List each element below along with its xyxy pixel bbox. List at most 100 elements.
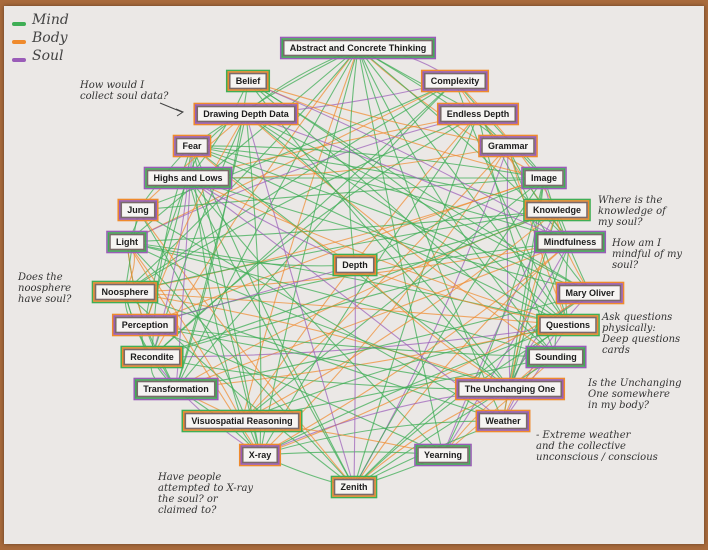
edge-body-zenith-jung [137,209,355,488]
node-yearning: Yearning [414,443,472,467]
note-unchanging-body: Is the Unchanging One somewhere in my bo… [588,378,682,411]
node-frame [533,230,607,254]
edge-mind-weather-jung [137,209,504,422]
edge-body-fear-center [191,145,356,266]
node-box [175,137,209,155]
edge-body-grammar-visuospatial [241,145,509,422]
node-label-zenith: Zenith [341,482,368,492]
edge-mind-abstract-transformation [175,47,359,390]
node-sounding: Sounding [525,345,587,369]
node-box [241,446,279,464]
edge-body-grammar-belief [247,80,509,147]
edge-mind-mindfulness-fear [191,145,571,243]
node-jung: Jung [117,198,159,222]
node-frame [330,475,378,499]
edge-soul-zenith-drawing [245,113,355,488]
edge-mind-abstract-xray [259,47,359,456]
node-frame [422,71,488,91]
node-box [335,256,375,274]
edge-mind-grammar-maryoliver [507,145,591,294]
node-box [536,233,604,251]
node-frame [118,200,158,220]
edge-body-abstract-recondite [151,47,359,358]
node-endless: Endless Depth [436,102,520,126]
edge-body-complexity-light [126,80,456,243]
node-box [558,284,622,302]
node-frame [181,409,303,433]
legend-label-mind: Mind [32,12,69,28]
note-mindful-soul: How am I mindful of my soul? [612,238,683,271]
edge-mind-grammar-mindfulness [507,145,571,243]
node-highs: Highs and Lows [143,166,233,190]
edge-mind-transformation-drawing [175,113,247,390]
node-label-highs: Highs and Lows [153,173,222,183]
edge-mind-abstract-weather [357,47,504,422]
node-frame [172,134,212,158]
edge-mind-questions-xray [259,324,569,456]
node-frame [194,104,298,124]
node-frame [414,443,472,467]
edge-body-mindfulness-transformation [175,241,571,390]
node-frame [333,255,377,275]
node-frame [522,168,566,188]
node-label-abstract: Abstract and Concrete Thinking [290,43,427,53]
node-box [417,446,469,464]
note-xray-soul: Have people attempted to X-ray the soul?… [158,472,254,516]
edge-soul-zenith-center [353,264,356,488]
node-box [478,412,528,430]
edge-mind-zenith-light [126,241,355,488]
node-light: Light [106,230,148,254]
node-label-knowledge: Knowledge [533,205,581,215]
edge-body-grammar-xray [259,145,509,456]
node-weather: Weather [475,409,531,433]
edge-mind-knowledge-fear [191,145,558,211]
edge-mind-yearning-highs [187,177,444,456]
node-frame [521,166,567,190]
edge-body-visuospatial-light [126,241,243,422]
edge-mind-image-fear [191,145,545,179]
node-label-light: Light [116,237,138,247]
node-label-recondite: Recondite [130,352,174,362]
node-box [282,39,434,57]
node-frame [134,379,218,399]
edge-mind-maryoliver-fear [191,145,591,294]
legend-swatch-mind [12,22,26,26]
node-label-complexity: Complexity [431,76,480,86]
edge-soul-questions-recondite [151,324,569,358]
node-label-yearning: Yearning [424,450,462,460]
node-label-mindfulness: Mindfulness [544,237,597,247]
edge-body-unchanging-center [354,264,511,390]
node-label-fear: Fear [182,141,202,151]
node-frame [120,345,184,369]
edge-body-image-noosphere [124,177,545,293]
node-frame [456,379,564,399]
node-frame [225,69,271,93]
node-box [524,169,564,187]
edge-mind-mindfulness-recondite [151,241,571,358]
node-box [196,105,296,123]
node-fear: Fear [172,134,212,158]
node-label-grammar: Grammar [488,141,529,151]
node-frame [279,36,437,60]
node-frame [525,345,587,369]
node-frame [183,411,301,431]
node-frame [535,232,605,252]
legend-swatch-body [12,40,26,44]
node-frame [238,443,282,467]
node-frame [145,168,231,188]
edge-mind-sounding-light [126,241,557,358]
node-knowledge: Knowledge [523,198,591,222]
node-box [539,316,597,334]
edge-mind-complexity-jung [137,80,456,211]
node-frame [475,409,531,433]
edge-mind-abstract-questions [357,47,569,326]
note-knowledge-soul: Where is the knowledge of my soul? [598,195,666,228]
node-frame [415,445,471,465]
edge-mind-knowledge-light [126,209,558,243]
edge-soul-mindfulness-yearning [442,241,571,456]
node-frame [555,281,625,305]
node-frame [524,200,590,220]
edge-mind-unchanging-drawing [245,113,511,390]
